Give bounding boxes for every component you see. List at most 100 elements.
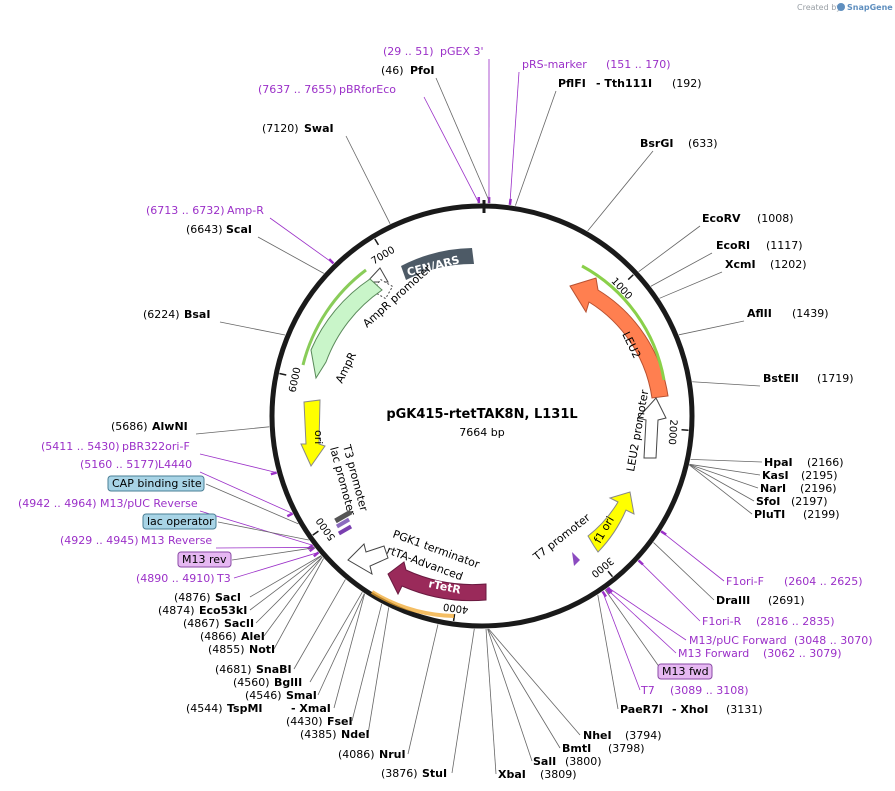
site-tspmi-name2[interactable]: - XmaI: [291, 702, 331, 715]
site-smai-pos: (4546): [245, 689, 282, 702]
leader-line: [345, 135, 391, 225]
site-bmti-name[interactable]: BmtI: [562, 742, 591, 755]
site-scai-name[interactable]: ScaI: [226, 223, 252, 236]
leader-line: [423, 96, 480, 204]
site-saci-name[interactable]: SacI: [215, 591, 241, 604]
site-ecorv-pos: (1008): [757, 212, 794, 225]
feature-ori[interactable]: [300, 399, 326, 468]
site-m13puc-rev-name: M13/pUC Reverse: [100, 497, 198, 510]
site-nrui-name[interactable]: NruI: [379, 748, 406, 761]
primer-mark: [605, 588, 612, 595]
feature-leu2-promoter[interactable]: [637, 397, 667, 459]
site-draiii-name[interactable]: DraIII: [716, 594, 750, 607]
leader-line: [606, 588, 677, 654]
site-m13-fwd-box[interactable]: [657, 663, 713, 680]
site-ecorv-name[interactable]: EcoRV: [702, 212, 741, 225]
site-sali-name[interactable]: SalI: [533, 755, 556, 768]
leader-line: [255, 556, 323, 624]
feature-rtetr[interactable]: [387, 561, 487, 602]
site-alwni-name[interactable]: AlwNI: [152, 420, 188, 433]
leader-line: [660, 531, 725, 582]
site-paer7i-name2[interactable]: - XhoI: [672, 703, 708, 716]
leader-line: [231, 547, 315, 561]
site-bsai-name[interactable]: BsaI: [184, 308, 210, 321]
leader-line: [587, 150, 654, 232]
site-t7-pos: (3089 .. 3108): [670, 684, 749, 697]
site-ecori-pos: (1117): [766, 239, 803, 252]
tick-label-2000: 2000: [666, 419, 679, 445]
feature-leu2-outline: [581, 264, 666, 381]
site-lac-operator-box[interactable]: [142, 513, 217, 530]
leader-line: [509, 71, 520, 205]
leader-line: [219, 321, 286, 336]
tick-3000: [607, 570, 614, 578]
site-ndei-name[interactable]: NdeI: [341, 728, 370, 741]
site-eco53ki-name[interactable]: Eco53kI: [199, 604, 247, 617]
leader-line: [689, 464, 759, 489]
leader-line: [309, 591, 363, 683]
site-bglii-name[interactable]: BglII: [274, 676, 302, 689]
feature-label-ampr: AmpR: [333, 350, 359, 386]
site-nhei-name[interactable]: NheI: [583, 729, 612, 742]
site-tspmi-pos: (4544): [186, 702, 223, 715]
site-paer7i-name[interactable]: PaeR7I: [620, 703, 663, 716]
site-pluti-name[interactable]: PluTI: [754, 508, 785, 521]
site-pflfi-name[interactable]: PflFI: [558, 77, 586, 90]
site-saci-pos: (4876): [174, 591, 211, 604]
site-snabi-name[interactable]: SnaBI: [256, 663, 292, 676]
site-scai-pos: (6643): [186, 223, 223, 236]
site-bsteii-name[interactable]: BstEII: [763, 372, 799, 385]
leader-line: [199, 453, 277, 473]
site-sfoi-name[interactable]: SfoI: [756, 495, 780, 508]
feature-pgk1-terminator[interactable]: [347, 543, 389, 576]
leader-line: [333, 593, 365, 709]
site-sacii-name[interactable]: SacII: [224, 617, 254, 630]
site-xbai-name[interactable]: XbaI: [498, 768, 526, 781]
site-m13-rev-box[interactable]: [177, 551, 232, 568]
site-alei-name[interactable]: AleI: [241, 630, 265, 643]
site-stui-pos: (3876): [381, 767, 418, 780]
site-bsteii-pos: (1719): [817, 372, 854, 385]
feature-ampr[interactable]: [310, 278, 383, 380]
primer-mark: [508, 198, 512, 205]
tick-5000: [312, 530, 319, 536]
site-swai-pos: (7120): [262, 122, 299, 135]
feature-leu2[interactable]: [569, 277, 669, 399]
site-smai-name[interactable]: SmaI: [286, 689, 317, 702]
feature-cen-ars[interactable]: [401, 248, 474, 280]
site-swai-name[interactable]: SwaI: [304, 122, 334, 135]
site-xcmi-name[interactable]: XcmI: [725, 258, 756, 271]
site-noti-pos: (4855): [208, 643, 245, 656]
site-ecori-name[interactable]: EcoRI: [716, 239, 750, 252]
backbone-circle: [269, 203, 695, 629]
site-f1orir-pos: (2816 .. 2835): [756, 615, 835, 628]
site-cap-name: CAP binding site: [112, 477, 202, 490]
leader-line: [689, 464, 755, 502]
site-kasi-name[interactable]: KasI: [762, 469, 789, 482]
plasmid-name: pGK415-rtetTAK8N, L131L: [386, 407, 577, 422]
tick-label-7000: 7000: [370, 245, 397, 268]
site-fsei-name[interactable]: FseI: [327, 715, 353, 728]
site-pluti-pos: (2199): [803, 508, 840, 521]
site-noti-name[interactable]: NotI: [249, 643, 275, 656]
feature-ampr-promoter-arrow[interactable]: [365, 267, 389, 283]
site-stui-name[interactable]: StuI: [422, 767, 447, 780]
site-hpai-name[interactable]: HpaI: [764, 456, 793, 469]
feature-f1-ori[interactable]: [587, 491, 635, 553]
site-cap-box[interactable]: [107, 475, 205, 492]
site-aflii-name[interactable]: AflII: [747, 307, 772, 320]
site-bsai-pos: (6224): [143, 308, 180, 321]
site-f1orir-name: F1ori-R: [702, 615, 742, 628]
feature-rtetr-outline: [370, 590, 455, 618]
site-snabi-pos: (4681): [215, 663, 252, 676]
leader-line: [485, 628, 497, 775]
site-nari-name[interactable]: NarI: [760, 482, 786, 495]
site-pfoi-name[interactable]: PfoI: [410, 64, 435, 77]
leader-line: [488, 628, 581, 736]
leader-line: [217, 521, 309, 541]
snapgene-credit: Created by SnapGene: [797, 3, 893, 12]
credit-brand: SnapGene: [847, 3, 893, 12]
site-tspmi-name[interactable]: TspMI: [227, 702, 263, 715]
site-bsrgi-name[interactable]: BsrGI: [640, 137, 673, 150]
site-pflfi-name2[interactable]: - Tth111I: [596, 77, 652, 90]
